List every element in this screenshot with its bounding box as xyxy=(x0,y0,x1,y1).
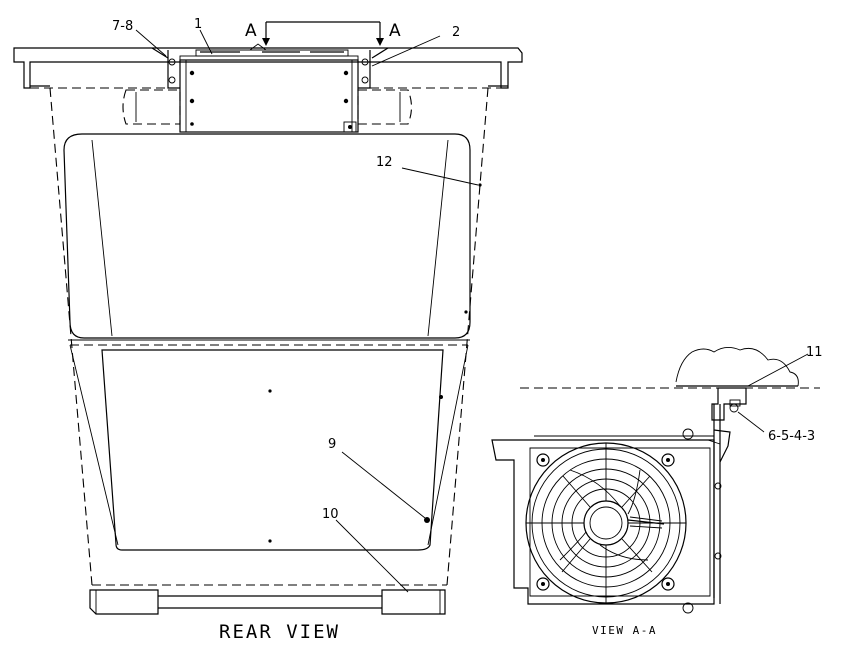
callout-7-8: 7-8 xyxy=(112,19,133,34)
callout-10: 10 xyxy=(322,507,339,522)
callout-11: 11 xyxy=(806,345,823,360)
section-mark-left: A xyxy=(245,21,257,41)
rear-view-assembly xyxy=(13,21,523,615)
callout-2: 2 xyxy=(452,25,460,40)
callout-12: 12 xyxy=(376,155,393,170)
view-a-a-title: VIEW A-A xyxy=(592,624,657,637)
view-a-a-leaders xyxy=(737,353,809,433)
view-a-a-assembly xyxy=(491,347,820,614)
rear-view-leaders xyxy=(135,29,479,593)
rear-view-title: REAR VIEW xyxy=(219,621,340,643)
callout-1: 1 xyxy=(194,17,202,32)
section-mark-right: A xyxy=(389,21,401,41)
callout-6-5-4-3: 6-5-4-3 xyxy=(768,429,815,444)
callout-9: 9 xyxy=(328,437,336,452)
